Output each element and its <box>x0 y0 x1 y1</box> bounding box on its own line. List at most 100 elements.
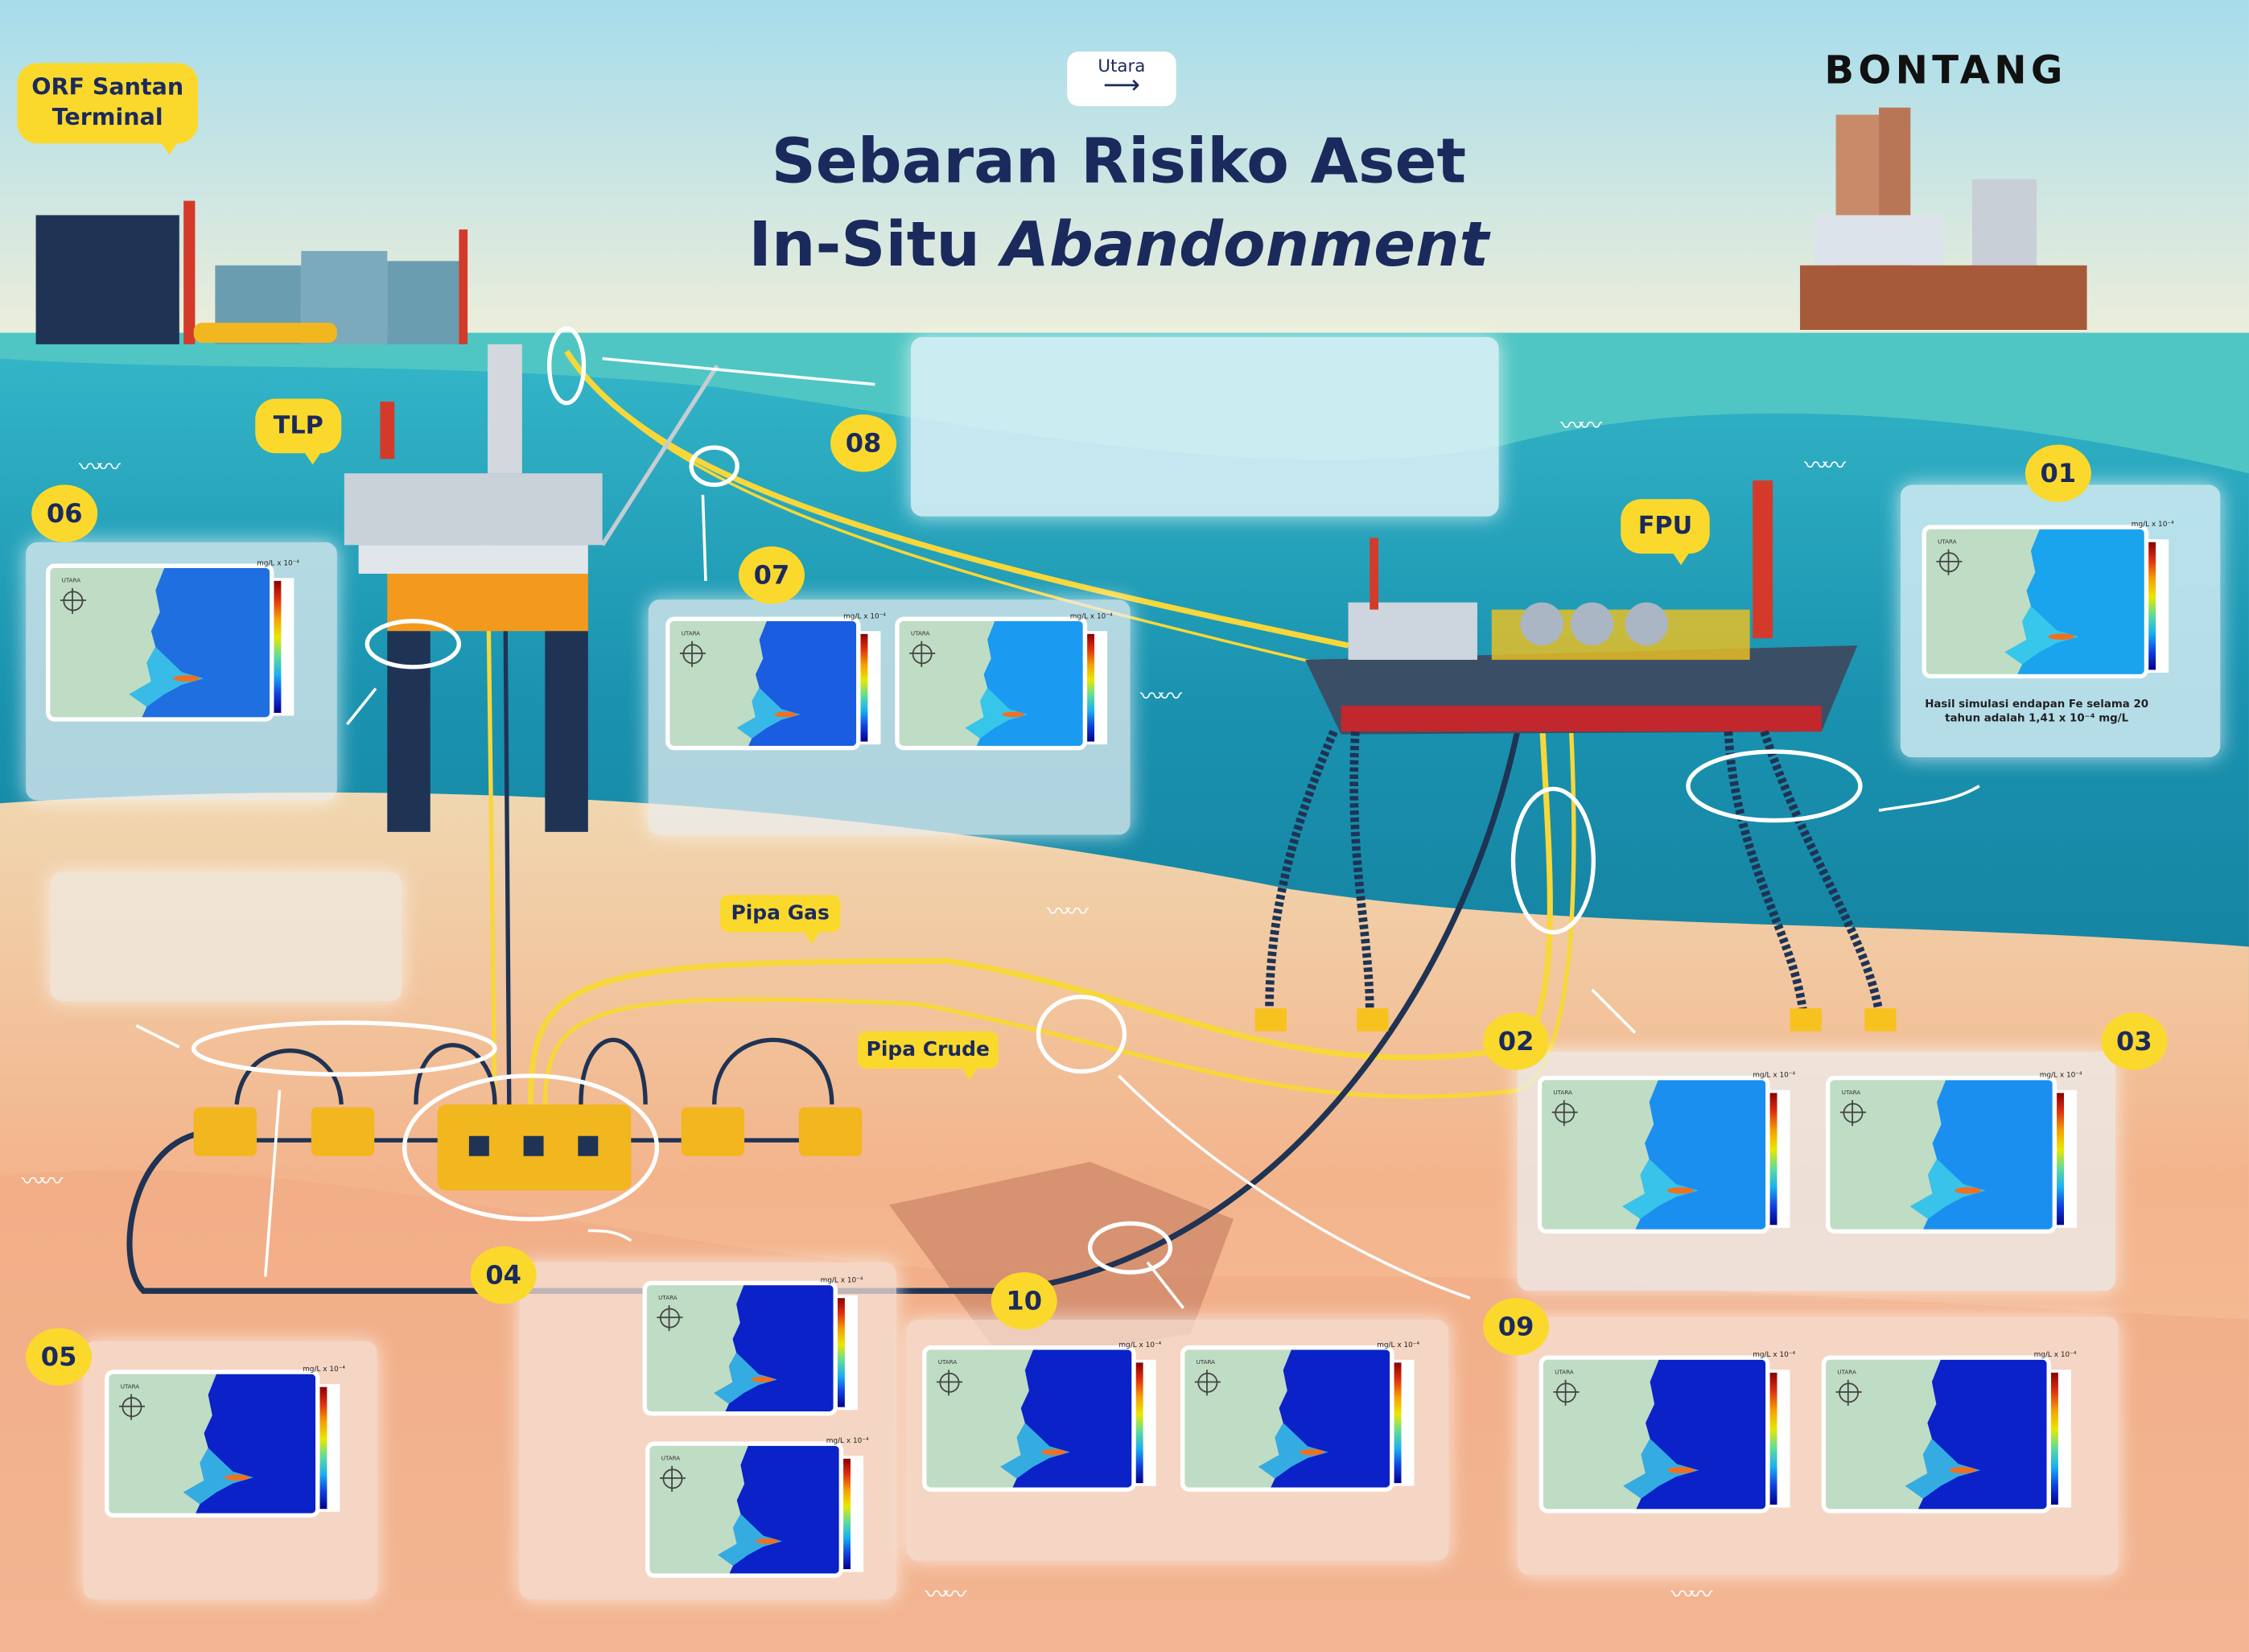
simulation-map-06: UTARA mg/L x 10⁻⁴ <box>46 559 299 722</box>
badge-09: 09 <box>1483 1298 1550 1356</box>
colorbar <box>1084 631 1108 745</box>
badge-04: 04 <box>470 1246 537 1304</box>
wave-icon: 〰〰 <box>1804 451 1846 480</box>
label-tlp: TLP <box>255 398 342 465</box>
sea-concentration-area <box>2004 529 2144 674</box>
colorbar <box>1767 1090 1790 1228</box>
colorbar-unit: mg/L x 10⁻⁴ <box>257 559 299 568</box>
panel-08-empty <box>910 336 1499 517</box>
wave-icon: 〰〰 <box>1140 682 1182 711</box>
map-north-label: UTARA <box>1553 1088 1572 1096</box>
pointer-arrows <box>135 356 1980 1309</box>
compass-icon <box>936 1370 963 1396</box>
colorbar-unit: mg/L x 10⁻⁴ <box>1377 1341 1420 1350</box>
simulation-map-02: UTARA mg/L x 10⁻⁴ <box>1537 1072 1795 1234</box>
colorbar-unit: mg/L x 10⁻⁴ <box>1753 1351 1796 1360</box>
colorbar <box>1767 1370 1790 1508</box>
wave-icon: 〰〰 <box>1670 1580 1713 1609</box>
compass-icon <box>659 1465 686 1492</box>
simulation-map-07b: UTARA mg/L x 10⁻⁴ <box>895 612 1113 751</box>
compass-icon <box>60 587 86 614</box>
colorbar-unit: mg/L x 10⁻⁴ <box>2033 1351 2077 1360</box>
risk-highlight-rings <box>191 326 1863 1275</box>
colorbar <box>2048 1370 2071 1508</box>
map-north-label: UTARA <box>1555 1368 1574 1376</box>
map-frame: UTARA <box>1538 1355 1770 1514</box>
map-north-label: UTARA <box>1841 1088 1861 1096</box>
map-north-label: UTARA <box>1196 1358 1216 1366</box>
colorbar-unit: mg/L x 10⁻⁴ <box>1753 1071 1796 1081</box>
colorbar-unit: mg/L x 10⁻⁴ <box>826 1437 869 1446</box>
label-fpu: FPU <box>1621 499 1710 566</box>
sea-concentration-area <box>1622 1080 1766 1230</box>
wave-icon: 〰〰 <box>1047 897 1089 925</box>
colorbar <box>316 1384 340 1512</box>
map-frame: UTARA <box>1826 1075 2057 1234</box>
compass-icon <box>1835 1379 1862 1406</box>
sea-concentration-area <box>714 1285 834 1411</box>
badge-02: 02 <box>1483 1012 1550 1070</box>
compass-icon <box>1551 1100 1578 1127</box>
sea-concentration-area <box>1623 1359 1766 1510</box>
colorbar <box>1133 1359 1156 1486</box>
simulation-map-01: UTARA mg/L x 10⁻⁴ <box>1922 521 2174 679</box>
badge-01: 01 <box>2025 444 2091 502</box>
map-frame: UTARA <box>642 1280 838 1416</box>
map-north-label: UTARA <box>658 1293 678 1301</box>
compass-icon <box>1839 1100 1867 1127</box>
map-north-label: UTARA <box>61 576 81 584</box>
colorbar <box>834 1295 858 1411</box>
map-frame: UTARA <box>1821 1355 2051 1514</box>
sea-concentration-area <box>1909 1080 2053 1230</box>
map-frame: UTARA <box>46 563 274 722</box>
map-north-label: UTARA <box>1938 538 1957 546</box>
colorbar-unit: mg/L x 10⁻⁴ <box>843 612 887 621</box>
label-pipa-gas: Pipa Gas <box>719 895 841 944</box>
simulation-map-05: UTARA mg/L x 10⁻⁴ <box>105 1366 345 1518</box>
compass-icon <box>118 1394 146 1420</box>
colorbar-unit: mg/L x 10⁻⁴ <box>1118 1341 1162 1350</box>
compass-icon <box>679 641 706 667</box>
map-frame: UTARA <box>922 1345 1136 1492</box>
colorbar <box>270 578 295 716</box>
page-title-line1: Sebaran Risiko Aset <box>771 126 1467 198</box>
wave-icon: 〰〰 <box>79 453 121 481</box>
subsea-manifold-illustration <box>193 1104 863 1191</box>
colorbar <box>2053 1090 2078 1228</box>
map-frame: UTARA <box>895 616 1088 751</box>
panel-01-caption: Hasil simulasi endapan Fe selama 20 tahu… <box>1925 697 2149 725</box>
orf-terminal-illustration <box>35 200 468 344</box>
wave-icon: 〰〰 <box>21 1167 64 1195</box>
page-title-line2: In-Situ Abandonment <box>631 209 1606 281</box>
compass-icon <box>909 641 936 667</box>
wave-icon: 〰〰 <box>1560 411 1602 439</box>
anchors <box>1254 1008 1897 1032</box>
sea-concentration-area <box>718 1445 839 1574</box>
title-italic: Abandonment <box>1001 209 1489 282</box>
wave-icon: 〰〰 <box>925 1580 967 1609</box>
seabed-rock <box>889 1161 1234 1363</box>
simulation-map-04b: UTARA mg/L x 10⁻⁴ <box>645 1437 869 1578</box>
colorbar-unit: mg/L x 10⁻⁴ <box>820 1276 863 1286</box>
simulation-map-09a: UTARA mg/L x 10⁻⁴ <box>1538 1351 1795 1514</box>
mooring-chains <box>1265 729 1884 1012</box>
simulation-map-10a: UTARA mg/L x 10⁻⁴ <box>922 1341 1161 1492</box>
sea-concentration-area <box>1905 1359 2047 1510</box>
bontang-plant-illustration <box>1800 107 2087 330</box>
map-frame: UTARA <box>665 616 861 751</box>
badge-05: 05 <box>26 1328 93 1386</box>
map-frame: UTARA <box>1180 1345 1394 1492</box>
map-north-label: UTARA <box>661 1454 681 1462</box>
north-indicator: Utara ⟶ <box>1067 51 1176 106</box>
sea-concentration-area <box>129 567 270 718</box>
badge-03: 03 <box>2101 1012 2168 1070</box>
colorbar <box>1391 1359 1415 1486</box>
place-bontang: BONTANG <box>1824 48 2067 93</box>
simulation-map-09b: UTARA mg/L x 10⁻⁴ <box>1821 1351 2076 1514</box>
simulation-map-03: UTARA mg/L x 10⁻⁴ <box>1826 1072 2082 1234</box>
simulation-map-07a: UTARA mg/L x 10⁻⁴ <box>665 612 886 751</box>
colorbar-unit: mg/L x 10⁻⁴ <box>1069 612 1113 621</box>
colorbar-unit: mg/L x 10⁻⁴ <box>2131 521 2174 529</box>
map-frame: UTARA <box>105 1370 320 1518</box>
